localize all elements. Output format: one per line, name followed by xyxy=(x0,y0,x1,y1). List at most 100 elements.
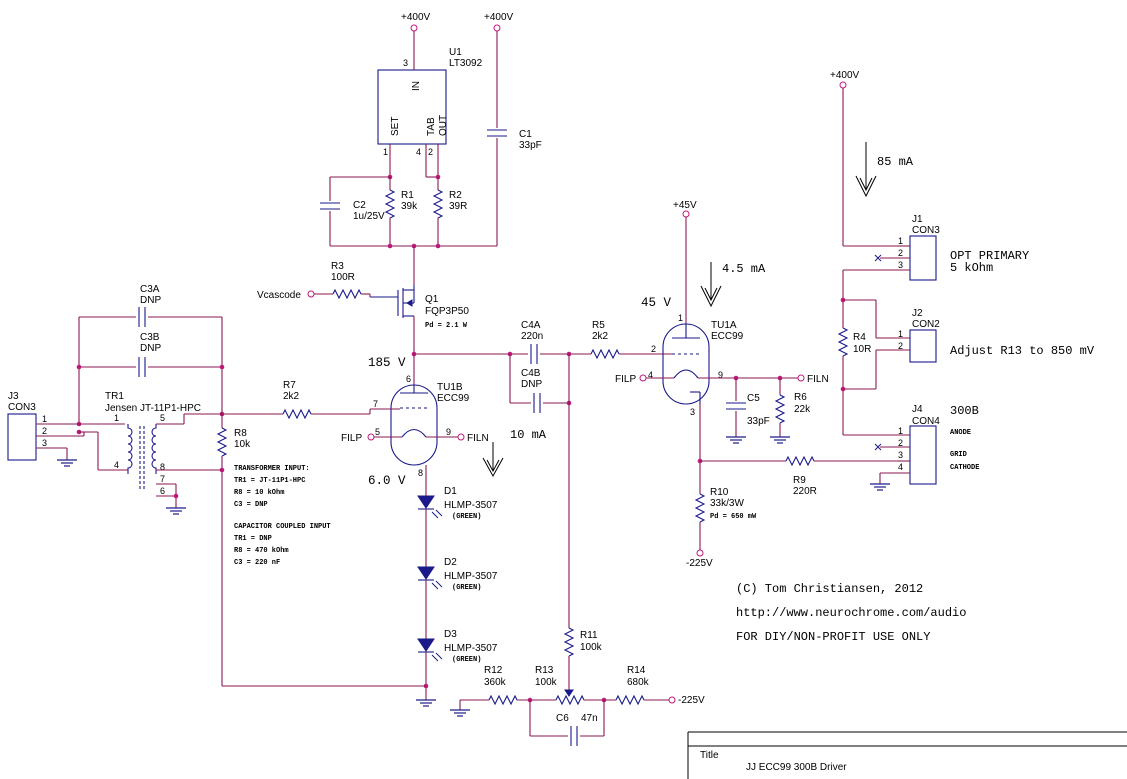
svg-text:R14: R14 xyxy=(627,665,646,676)
svg-text:2k2: 2k2 xyxy=(283,391,300,402)
svg-text:C3 = DNP: C3 = DNP xyxy=(234,501,268,509)
input-notes: TRANSFORMER INPUT: TR1 = JT-11P1-HPC R8 … xyxy=(234,465,331,567)
j3-connector: J3 CON3 1 2 3 xyxy=(7,391,47,461)
svg-text:R4: R4 xyxy=(853,332,866,343)
svg-text:2: 2 xyxy=(898,341,903,351)
r5-resistor: R5 2k2 xyxy=(590,320,620,359)
tr1-transformer: TR1 Jensen JT-11P1-HPC 1 4 5 8 7 6 xyxy=(105,391,201,496)
svg-text:9: 9 xyxy=(718,370,723,380)
svg-text:R6: R6 xyxy=(794,392,807,403)
c3b-capacitor: C3B DNP xyxy=(138,332,161,377)
svg-text:33k/3W: 33k/3W xyxy=(710,498,744,509)
r10-resistor: R10 33k/3W Pd = 650 mW xyxy=(695,487,757,523)
svg-text:1: 1 xyxy=(383,147,388,157)
svg-text:+45V: +45V xyxy=(673,200,697,211)
c4b-capacitor: C4B DNP xyxy=(521,368,542,413)
svg-text:100R: 100R xyxy=(331,272,355,283)
svg-text:1: 1 xyxy=(898,236,903,246)
svg-text:3: 3 xyxy=(690,407,695,417)
svg-text:C3A: C3A xyxy=(140,284,160,295)
svg-text:5: 5 xyxy=(375,427,380,437)
svg-text:4: 4 xyxy=(898,462,903,472)
j4-connector: J4 CON4 300B 1 2 3 4 ANODE GRID CATHODE xyxy=(898,404,979,485)
svg-text:3: 3 xyxy=(898,260,903,270)
d2-led: D2 HLMP-3507 (GREEN) xyxy=(417,557,498,592)
svg-text:DNP: DNP xyxy=(521,379,542,390)
svg-text:J4: J4 xyxy=(912,404,923,415)
svg-text:R9: R9 xyxy=(793,475,806,486)
svg-text:10R: 10R xyxy=(853,344,871,355)
svg-text:2: 2 xyxy=(42,426,47,436)
svg-text:R2: R2 xyxy=(449,190,462,201)
svg-text:100k: 100k xyxy=(580,642,603,653)
svg-text:220R: 220R xyxy=(793,486,817,497)
r12-resistor: R12 360k xyxy=(484,665,518,705)
svg-text:C2: C2 xyxy=(353,200,366,211)
r11-resistor: R11 100k xyxy=(564,627,603,657)
svg-text:TU1A: TU1A xyxy=(711,320,737,331)
c2-capacitor: C2 1u/25V xyxy=(320,200,385,222)
svg-text:-225V: -225V xyxy=(686,558,713,569)
svg-text:R8 = 470 kOhm: R8 = 470 kOhm xyxy=(234,547,289,555)
svg-text:1: 1 xyxy=(678,313,683,323)
svg-text:U1: U1 xyxy=(449,47,462,58)
url-text: http://www.neurochrome.com/audio xyxy=(736,606,966,620)
svg-text:22k: 22k xyxy=(794,404,811,415)
svg-text:6: 6 xyxy=(160,486,165,496)
svg-text:R10: R10 xyxy=(710,487,729,498)
svg-text:GRID: GRID xyxy=(950,451,967,459)
svg-text:39R: 39R xyxy=(449,201,467,212)
voltage-185v: 185 V xyxy=(368,356,406,370)
tu1a-triode: 1 2 4 9 3 TU1A ECC99 xyxy=(648,313,744,417)
u1-lt3092: U1 LT3092 3 IN SET TAB OUT 1 4 2 xyxy=(377,47,483,157)
svg-text:ECC99: ECC99 xyxy=(711,331,744,342)
svg-text:DNP: DNP xyxy=(140,343,161,354)
j2-connector: J2 CON2 1 2 Adjust R13 to 850 mV xyxy=(898,308,1095,363)
svg-text:Jensen JT-11P1-HPC: Jensen JT-11P1-HPC xyxy=(105,403,201,414)
supply-minus-225v-bias: -225V xyxy=(668,695,705,706)
vcascode-label: Vcascode xyxy=(257,290,301,301)
filn-label-tu1b: FILN xyxy=(467,433,489,444)
svg-text:100k: 100k xyxy=(535,677,558,688)
c3a-capacitor: C3A DNP xyxy=(138,284,161,327)
svg-text:HLMP-3507: HLMP-3507 xyxy=(444,643,498,654)
svg-text:C1: C1 xyxy=(519,129,532,140)
svg-text:CON4: CON4 xyxy=(912,416,940,427)
svg-text:D1: D1 xyxy=(444,486,457,497)
svg-text:(GREEN): (GREEN) xyxy=(452,656,481,664)
filn-label-tu1a: FILN xyxy=(807,374,829,385)
current-arrow-10ma: 10 mA xyxy=(482,428,547,478)
svg-text:4: 4 xyxy=(114,460,119,470)
svg-text:C4A: C4A xyxy=(521,320,541,331)
c6-capacitor: C6 47n xyxy=(556,713,598,746)
svg-text:360k: 360k xyxy=(484,677,507,688)
svg-text:TR1: TR1 xyxy=(105,391,124,402)
svg-text:R12: R12 xyxy=(484,665,503,676)
svg-text:(GREEN): (GREEN) xyxy=(452,513,481,521)
q1-mosfet: Q1 FQP3P50 Pd = 2.1 W xyxy=(370,285,469,330)
svg-text:TR1 = JT-11P1-HPC: TR1 = JT-11P1-HPC xyxy=(234,477,305,485)
svg-text:4.5 mA: 4.5 mA xyxy=(722,262,766,276)
svg-text:C6: C6 xyxy=(556,713,569,724)
svg-text:85 mA: 85 mA xyxy=(877,155,914,169)
svg-text:10k: 10k xyxy=(234,439,251,450)
svg-text:33pF: 33pF xyxy=(747,416,770,427)
svg-text:ANODE: ANODE xyxy=(950,429,971,437)
svg-text:8: 8 xyxy=(418,468,423,478)
svg-text:5: 5 xyxy=(160,413,165,423)
title-block: Title JJ ECC99 300B Driver xyxy=(687,731,1127,779)
svg-text:R5: R5 xyxy=(592,320,605,331)
svg-text:+400V: +400V xyxy=(830,70,860,81)
svg-text:5 kOhm: 5 kOhm xyxy=(950,261,993,275)
svg-text:680k: 680k xyxy=(627,677,650,688)
svg-text:+400V: +400V xyxy=(484,12,514,23)
r7-resistor: R7 2k2 xyxy=(282,380,312,419)
svg-text:2: 2 xyxy=(898,248,903,258)
supply-400v-right: +400V xyxy=(484,12,514,32)
svg-text:33pF: 33pF xyxy=(519,140,542,151)
svg-text:8: 8 xyxy=(160,462,165,472)
r13-potentiometer: R13 100k xyxy=(535,665,585,705)
svg-text:Pd = 650 mW: Pd = 650 mW xyxy=(710,513,757,521)
svg-text:3: 3 xyxy=(42,438,47,448)
